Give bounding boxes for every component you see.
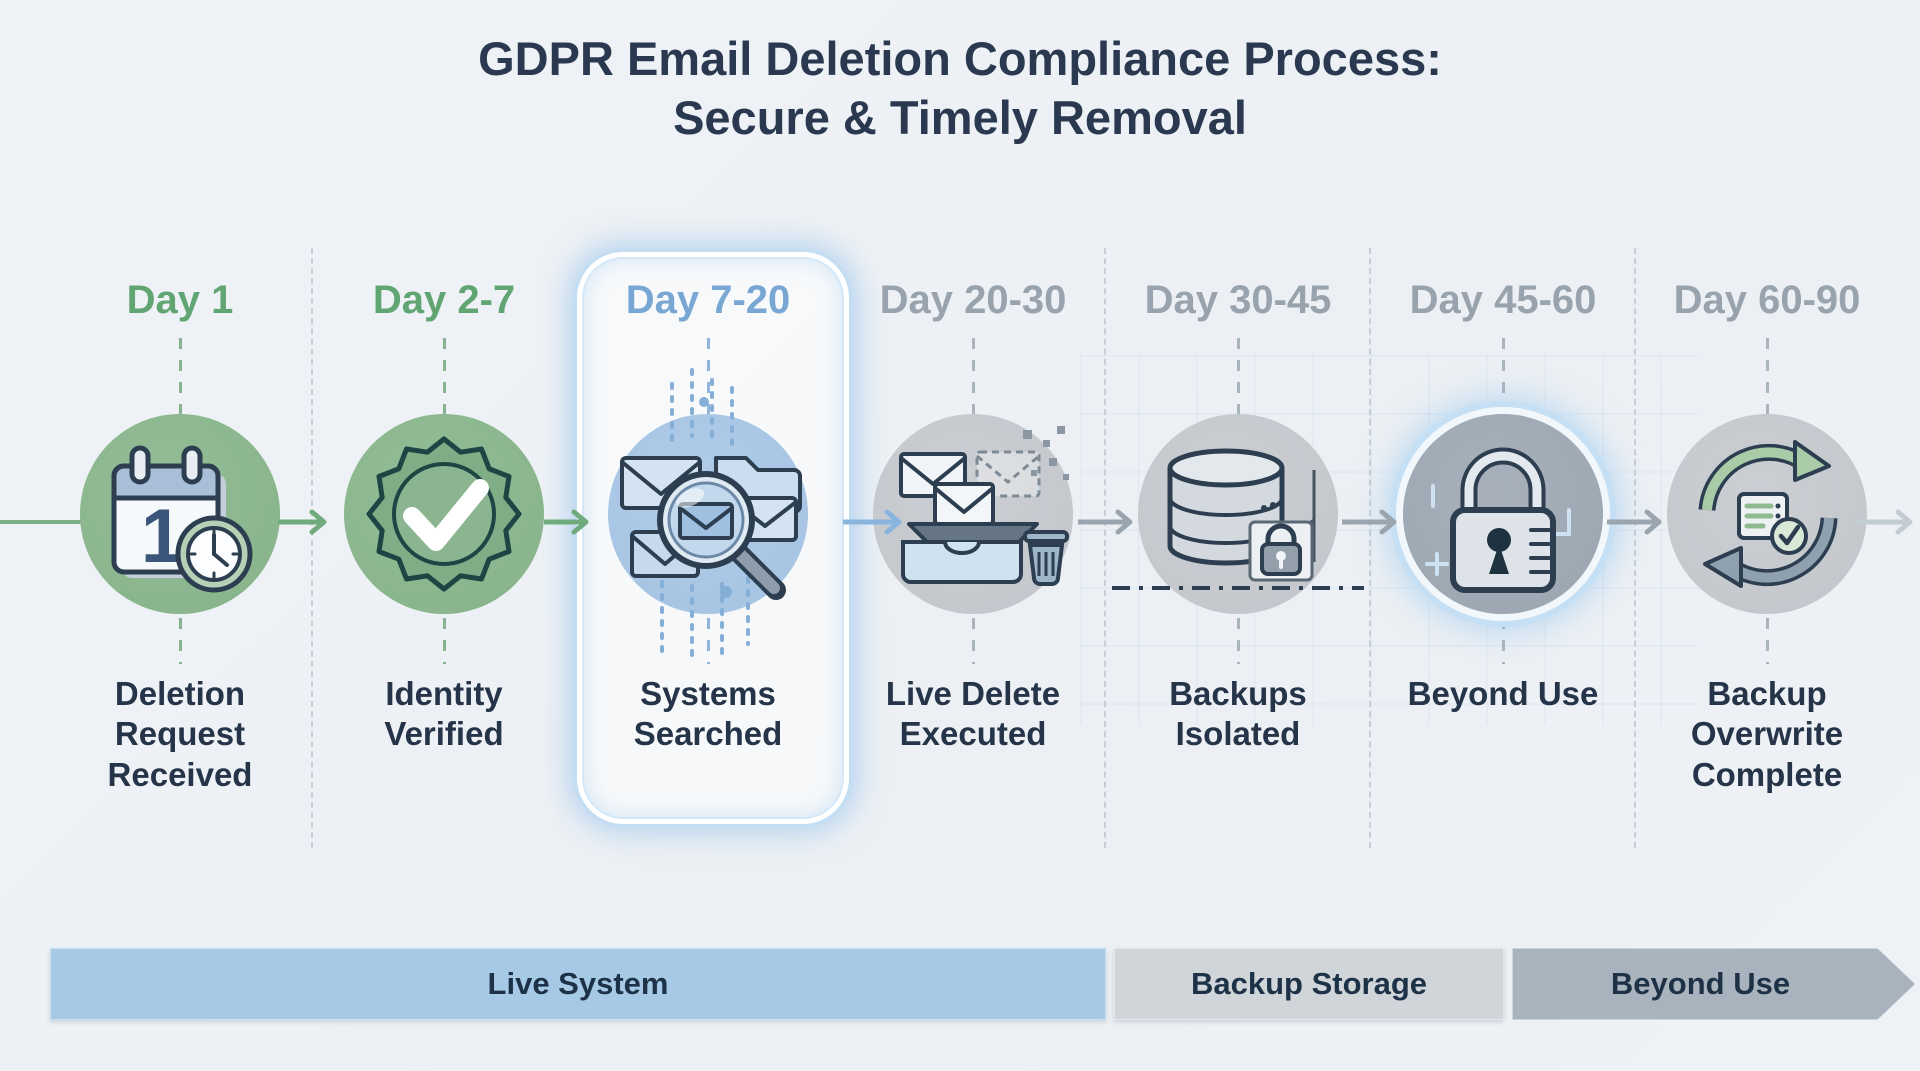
step-circle: 1 — [80, 414, 280, 614]
connector-dash — [1765, 618, 1769, 664]
phase-live-system: Live System — [50, 948, 1106, 1020]
step-caption: Backups Isolated — [1169, 675, 1307, 753]
column-divider — [1104, 248, 1106, 848]
step-systems-searched: Day 7-20 — [588, 276, 828, 755]
phase-label: Live System — [487, 966, 669, 1001]
delete-tray-icon — [899, 426, 1069, 586]
connector-dash — [442, 338, 446, 414]
flow-arrow-3 — [840, 507, 907, 542]
svg-text:1: 1 — [141, 494, 183, 579]
step-day-label: Day 20-30 — [879, 278, 1067, 322]
connector-dash — [706, 618, 710, 664]
step-day-label: Day 7-20 — [625, 278, 791, 322]
column-divider — [1369, 248, 1371, 848]
connector-dash — [971, 338, 975, 414]
step-caption: Systems Searched — [633, 675, 783, 753]
database-lock-icon — [1112, 448, 1364, 590]
padlock-icon — [1425, 447, 1571, 593]
step-day-label: Day 30-45 — [1144, 278, 1332, 322]
step-beyond-use: Day 45-60 Beyond Use — [1383, 276, 1623, 714]
verified-badge-icon — [366, 436, 522, 592]
connector-dash — [1501, 618, 1505, 664]
connector-dash — [1236, 338, 1240, 414]
connector-dash — [442, 618, 446, 664]
step-backups-isolated: Day 30-45 Backups Isolated — [1112, 276, 1364, 755]
column-divider — [1634, 248, 1636, 848]
phase-bar: Live System Backup Storage Beyond Use — [50, 948, 1915, 1020]
step-caption: Backup Overwrite Complete — [1690, 675, 1844, 793]
connector-dash — [1765, 338, 1769, 414]
step-live-delete: Day 20-30 — [853, 276, 1093, 755]
connector-dash — [706, 338, 710, 414]
phase-label: Backup Storage — [1190, 966, 1427, 1001]
step-day-label: Day 60-90 — [1673, 278, 1861, 322]
step-caption: Live Delete Executed — [885, 675, 1061, 753]
connector-dash — [178, 338, 182, 414]
page-title: GDPR Email Deletion Compliance Process: … — [0, 30, 1920, 148]
title-line-1: GDPR Email Deletion Compliance Process: — [478, 32, 1442, 85]
phase-label: Beyond Use — [1610, 966, 1791, 1001]
flow-arrow-1 — [275, 507, 330, 542]
calendar-clock-icon: 1 — [111, 445, 253, 593]
phase-beyond-use: Beyond Use — [1512, 948, 1915, 1020]
flow-arrow-exit — [1853, 507, 1918, 542]
step-caption: Deletion Request Received — [107, 675, 253, 793]
connector-dash — [1236, 618, 1240, 664]
step-caption: Identity Verified — [384, 675, 504, 753]
column-divider — [311, 248, 313, 848]
step-circle — [1667, 414, 1867, 614]
step-circle — [1403, 414, 1603, 614]
step-circle — [608, 368, 808, 666]
connector-dash — [178, 618, 182, 664]
connector-dash — [1501, 338, 1505, 414]
flow-arrow-2 — [541, 507, 592, 542]
step-backup-overwrite: Day 60-90 Backup Overwrite Complete — [1647, 276, 1887, 795]
flow-arrow-5 — [1339, 507, 1402, 542]
step-day-label: Day 45-60 — [1409, 278, 1597, 322]
overwrite-cycle-icon — [1698, 440, 1838, 588]
step-circle — [1112, 414, 1364, 614]
connector-dash — [971, 618, 975, 664]
step-circle — [873, 414, 1073, 614]
step-deletion-request: Day 1 1 Deletion Request Received — [60, 276, 300, 795]
step-identity-verified: Day 2-7 Identity Verified — [324, 276, 564, 755]
phase-backup-storage: Backup Storage — [1114, 948, 1504, 1020]
step-day-label: Day 1 — [126, 278, 234, 322]
step-circle — [344, 414, 544, 614]
timeline-entry-line — [0, 520, 84, 524]
flow-arrow-6 — [1604, 507, 1667, 542]
step-caption: Beyond Use — [1407, 675, 1599, 712]
title-line-2: Secure & Timely Removal — [673, 90, 1247, 144]
step-day-label: Day 2-7 — [372, 278, 516, 322]
flow-arrow-4 — [1075, 507, 1138, 542]
email-search-icon — [620, 368, 802, 666]
